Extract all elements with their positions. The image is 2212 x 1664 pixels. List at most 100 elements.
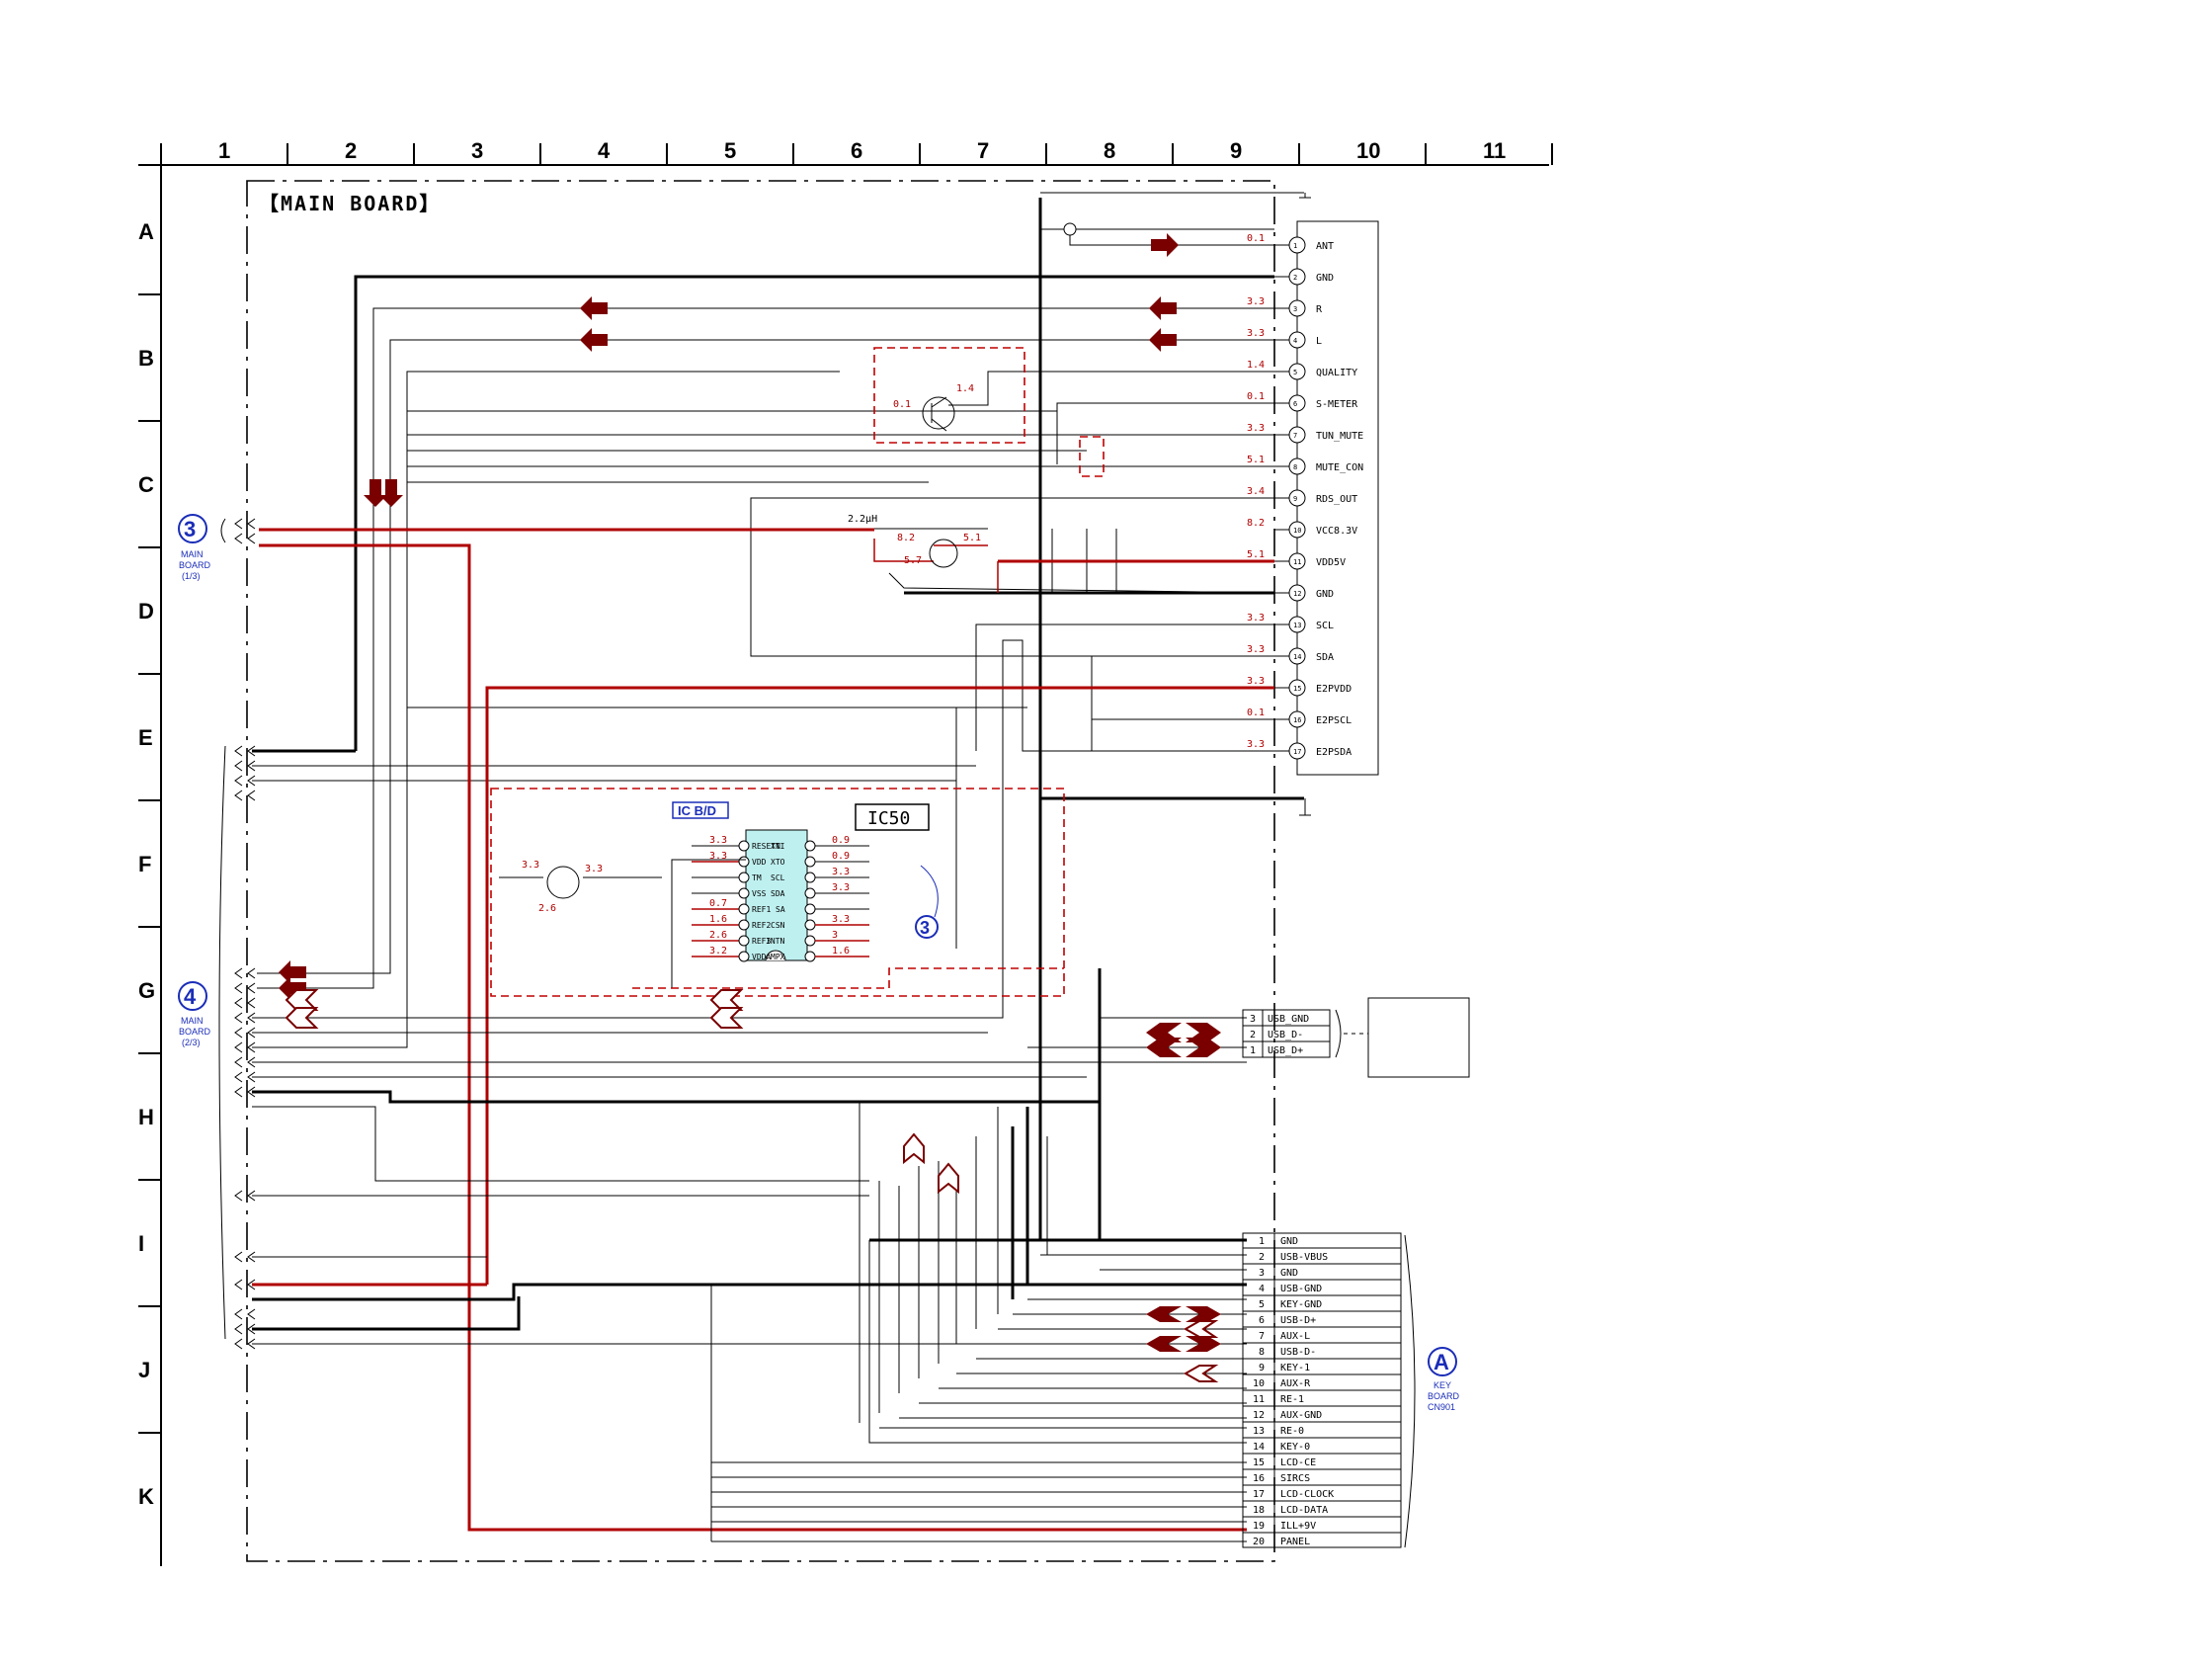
- ic50-pin-voltage: 0.9: [832, 835, 850, 846]
- row-label: B: [138, 346, 154, 371]
- key-pin-number: 5: [1259, 1299, 1265, 1310]
- left-connectors: [218, 518, 256, 1350]
- tuner-pin-number: 11: [1293, 558, 1301, 566]
- ref-main3-mark: 3: [184, 517, 196, 541]
- transistor-block-outline: [873, 347, 1025, 444]
- connector-chevron: [234, 1056, 256, 1068]
- key-pin-name: PANEL: [1280, 1537, 1310, 1547]
- ic50-pin-name: REF3: [752, 937, 771, 946]
- key-pin-name: KEY-0: [1280, 1442, 1310, 1453]
- ic50-block: IC B/D IC50 RESETN3.3VDD3.3TMVSSREF10.7R…: [490, 788, 1065, 997]
- key-pin-name: LCD-DATA: [1280, 1505, 1328, 1516]
- ic50-pin-voltage: 3.3: [832, 914, 850, 925]
- key-pin-number: 7: [1259, 1331, 1265, 1342]
- key-pin-number: 11: [1253, 1394, 1265, 1405]
- row-label: D: [138, 599, 154, 624]
- connector-chevron: [234, 775, 256, 787]
- signal-arrows: [279, 233, 1221, 1382]
- tuner-pin-name: QUALITY: [1316, 368, 1357, 378]
- ref-main4-l3: (2/3): [182, 1038, 201, 1047]
- tuner-pin-number: 14: [1293, 653, 1301, 661]
- ref-keyA-mark: A: [1434, 1350, 1449, 1374]
- connector-chevron: [234, 760, 256, 772]
- key-pin-number: 15: [1253, 1457, 1265, 1468]
- key-pin-name: USB-D+: [1280, 1315, 1316, 1326]
- connector-chevron: [234, 1071, 256, 1083]
- ic50-q-v3: 2.6: [538, 903, 556, 914]
- mute-resistor-outline: [1079, 436, 1105, 477]
- column-label: 8: [1104, 138, 1115, 163]
- connector-chevron: [234, 533, 256, 544]
- ic50-tag: IC B/D: [678, 803, 716, 818]
- key-pin-number: 9: [1259, 1363, 1265, 1373]
- tuner-pin-number: 3: [1293, 305, 1297, 313]
- connector-chevron: [234, 967, 256, 979]
- ref-main3-l1: MAIN: [181, 549, 204, 559]
- key-pin-number: 13: [1253, 1426, 1265, 1437]
- ref-main4-mark: 4: [184, 984, 197, 1009]
- key-pin: 15 LCD-CE: [1243, 1453, 1401, 1468]
- key-pin-number: 16: [1253, 1473, 1265, 1484]
- ic50-pin-name: XTO: [771, 858, 785, 867]
- ref-main3-l3: (1/3): [182, 571, 201, 581]
- connector-chevron: [234, 1190, 256, 1202]
- ic50-pin-voltage: 0.9: [832, 851, 850, 862]
- key-pin: 6 USB-D+: [1243, 1310, 1401, 1326]
- ic50-pin-name: VSS: [752, 889, 767, 898]
- key-pin-number: 18: [1253, 1505, 1265, 1516]
- connector-chevron: [234, 745, 256, 757]
- column-label: 1: [218, 138, 230, 163]
- key-pin-name: USB-GND: [1280, 1284, 1322, 1294]
- key-pin-number: 2: [1259, 1252, 1265, 1263]
- ic50-right-pin: SA: [776, 903, 869, 915]
- column-label: 2: [345, 138, 357, 163]
- ic50-pin-voltage: 0.7: [709, 898, 727, 909]
- connector-chevron: [234, 1251, 256, 1263]
- key-pin-name: AUX-R: [1280, 1378, 1311, 1389]
- tuner-pin-name: R: [1316, 304, 1323, 315]
- tuner-pin-name: VCC8.3V: [1316, 526, 1357, 537]
- key-pin: 9 KEY-1: [1243, 1358, 1401, 1373]
- tuner-pin-voltage: 3.3: [1247, 296, 1265, 307]
- key-pin-name: LCD-CE: [1280, 1457, 1316, 1468]
- key-pin-number: 6: [1259, 1315, 1265, 1326]
- usb-device-box: [1367, 997, 1470, 1078]
- ic50-pin-name: REF1: [752, 905, 771, 914]
- ic50-pin-name: INTN: [766, 937, 784, 946]
- key-pin-name: LCD-CLOCK: [1280, 1489, 1334, 1500]
- main-board-outline: [246, 180, 1275, 1562]
- ic50-pin-voltage: 2.6: [709, 930, 727, 941]
- tuner-pin-voltage: 0.1: [1247, 707, 1265, 718]
- transistor-v2: 0.1: [893, 399, 911, 410]
- ref-main-board-3: 3 MAIN BOARD (1/3): [178, 514, 211, 581]
- tuner-pin-name: ANT: [1316, 241, 1334, 252]
- ref-main-board-4: 4 MAIN BOARD (2/3): [178, 981, 211, 1047]
- usb-pin-number: 1: [1250, 1045, 1256, 1056]
- key-pin-name: USB-D-: [1280, 1347, 1316, 1358]
- tuner-pin-name: S-METER: [1316, 399, 1358, 410]
- tuner-pin-number: 9: [1293, 495, 1297, 503]
- key-pin-number: 14: [1253, 1442, 1265, 1453]
- tuner-pin-name: L: [1316, 336, 1322, 347]
- connector-chevron: [234, 1323, 256, 1335]
- tuner-pin-voltage: 1.4: [1247, 360, 1265, 371]
- ic50-name: IC50: [867, 808, 910, 829]
